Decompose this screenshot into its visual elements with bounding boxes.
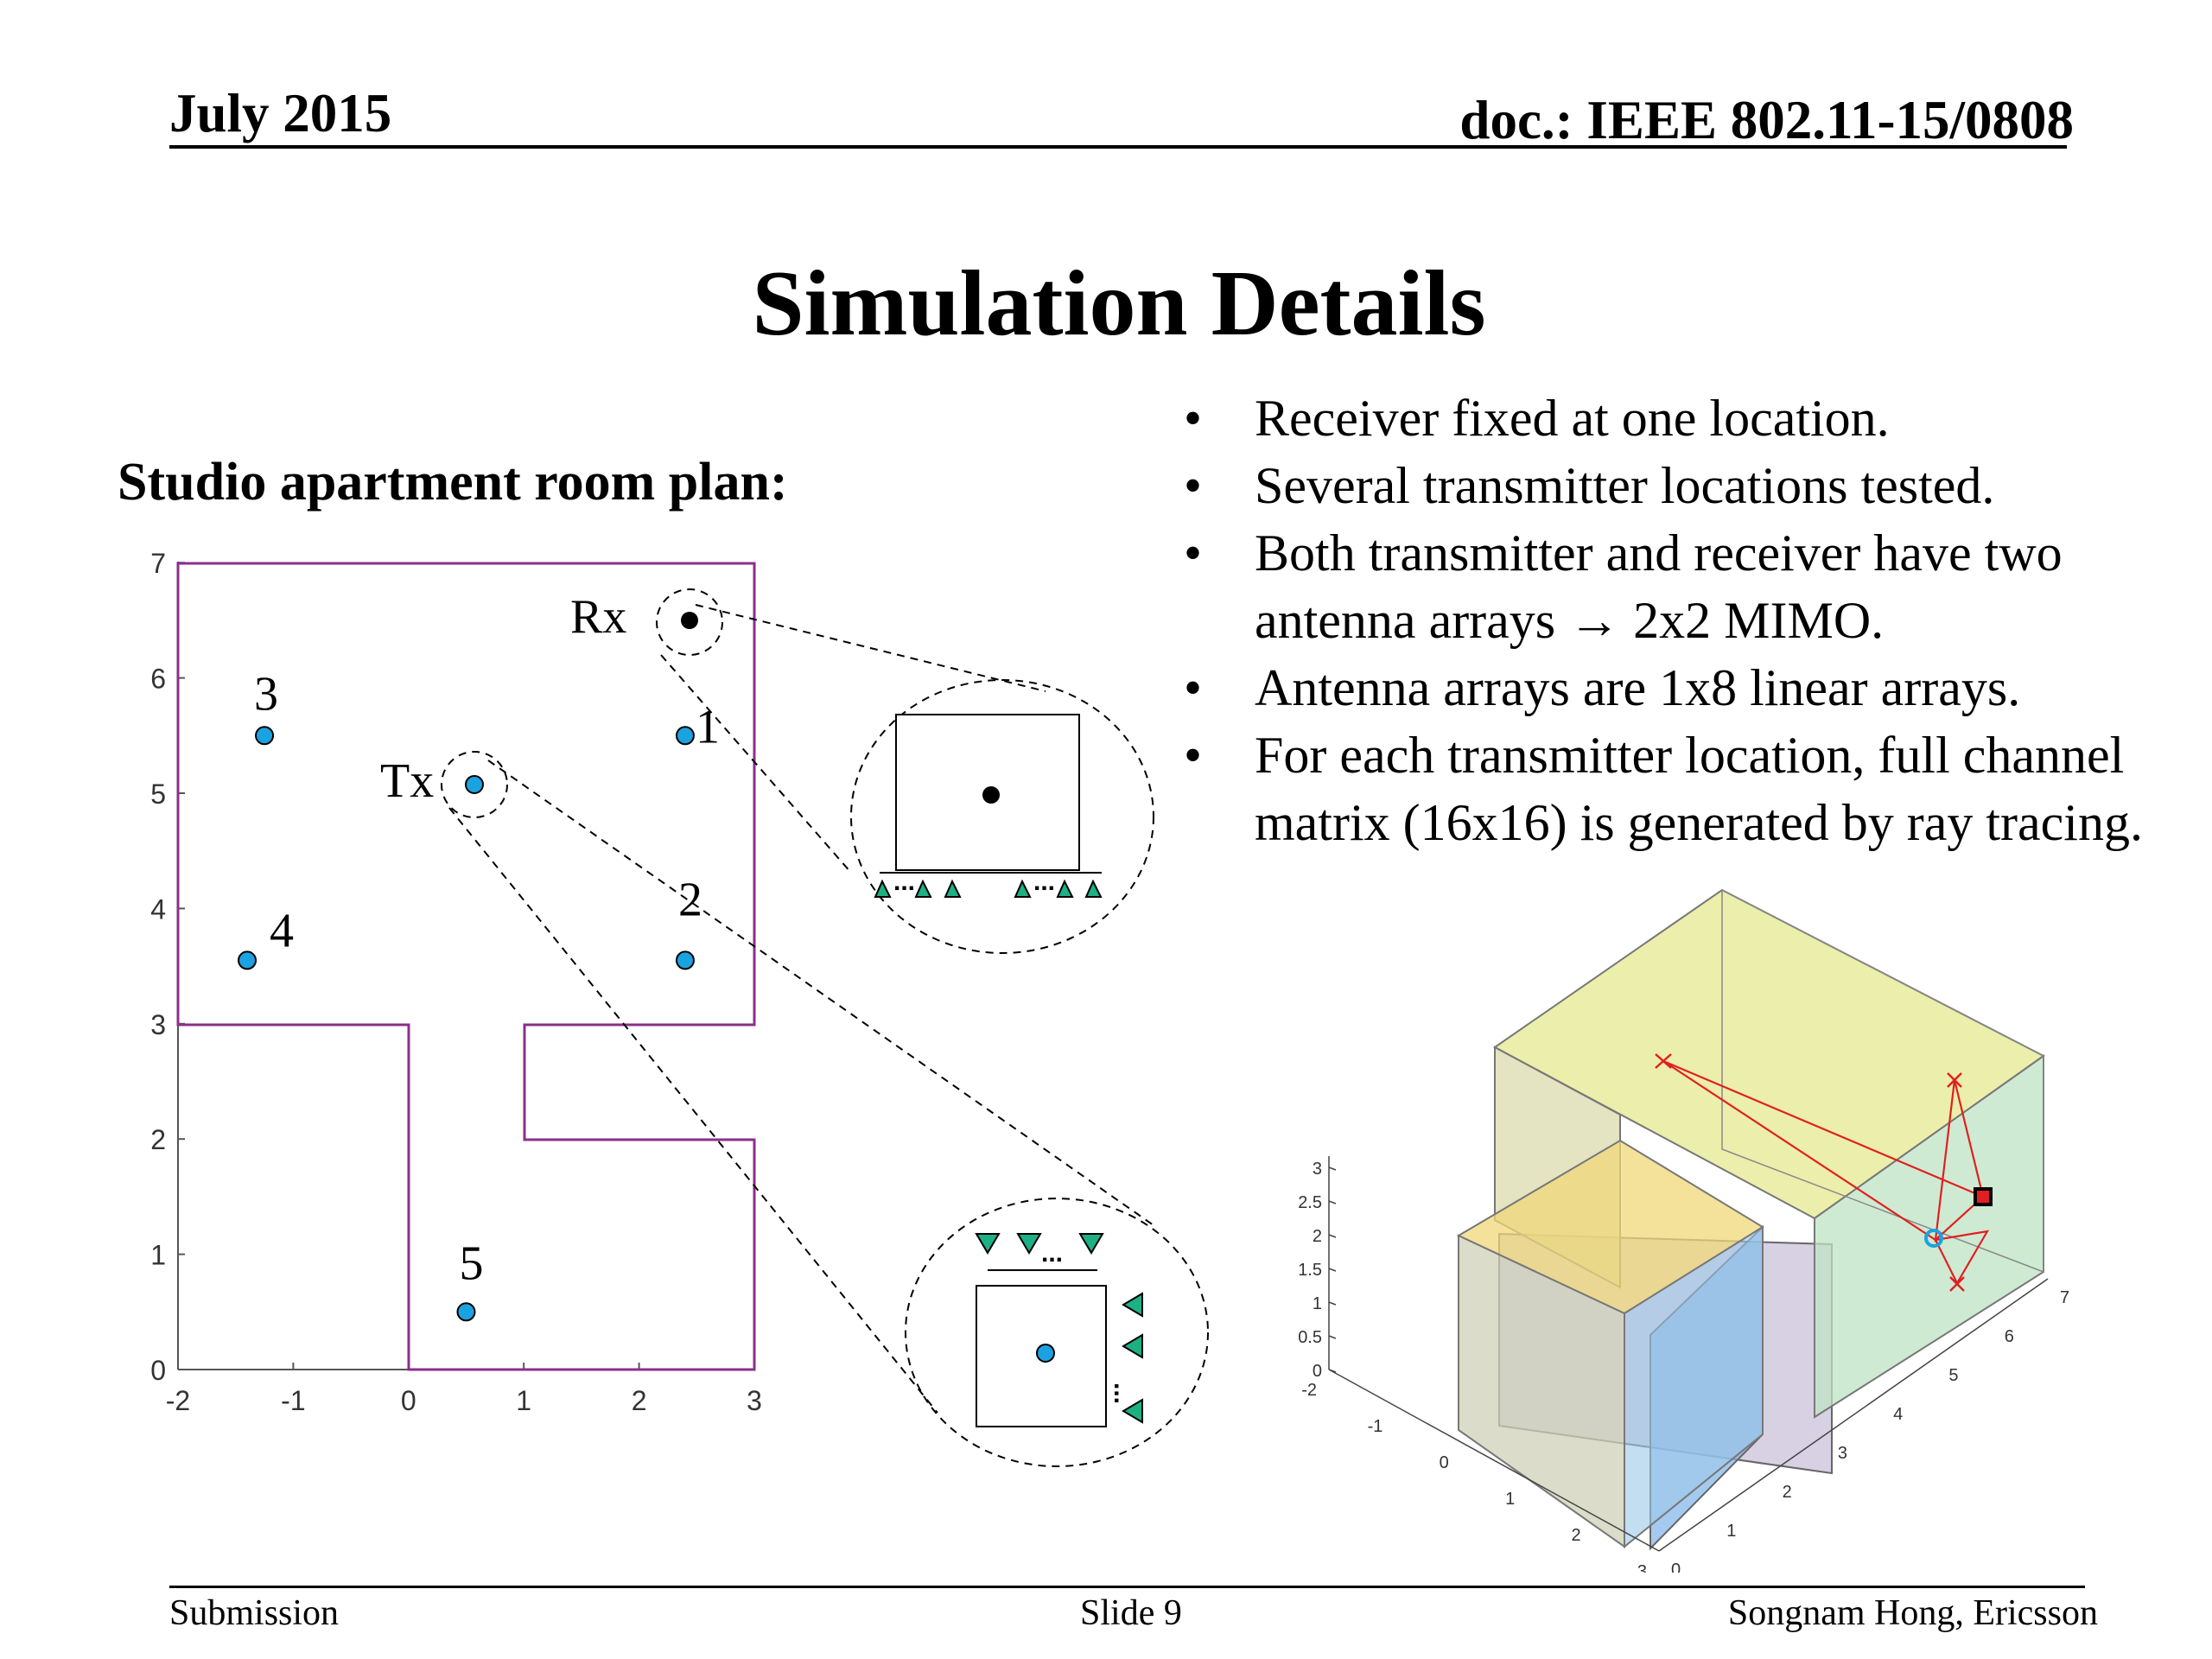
plot3d-y-tick-label: 7 (2060, 1288, 2069, 1307)
tx-position-marker (675, 726, 695, 746)
plot3d-y-tick-label: 3 (1838, 1444, 1847, 1463)
plot3d-x-ticks: -2 -1 0 1 2 3 (1301, 1381, 1647, 1573)
plan-x-tick-label: -2 (166, 1385, 190, 1416)
footer-slide-number: Slide 9 (1080, 1593, 1182, 1633)
plot3d-y-tick-label: 5 (1948, 1366, 1958, 1385)
bullet-item: Receiver fixed at one location. (1175, 385, 2212, 452)
tx-zoom-line (448, 807, 938, 1414)
rx-marker (681, 612, 698, 629)
plan-x-tick-label: 1 (516, 1385, 531, 1416)
rx-highlight-circle (656, 588, 723, 656)
tx-marker (465, 775, 484, 794)
header-divider (169, 145, 2067, 149)
rx-zoom-line (660, 654, 852, 874)
tx-position-label: 5 (460, 1236, 484, 1290)
plot3d-y-tick-label: 1 (1726, 1522, 1736, 1541)
plot3d-y-tick-label: 6 (2005, 1327, 2014, 1346)
plan-y-tick-label: 4 (150, 893, 166, 925)
room-plan-heading: Studio apartment room plan: (118, 453, 788, 512)
plot3d-z-tick-label: 3 (1313, 1160, 1322, 1179)
plan-x-axis-ticks: -2 -1 0 1 2 3 (166, 1363, 762, 1416)
plot3d-y-tick-label: 2 (1783, 1483, 1792, 1502)
bullet-item: For each transmitter location, full chan… (1175, 721, 2212, 856)
plot3d-x-tick-label: 1 (1505, 1490, 1515, 1509)
header-doc-id: doc.: IEEE 802.11-15/0808 (1459, 90, 2074, 150)
plot3d-z-tick-label: 0.5 (1298, 1328, 1322, 1347)
plot3d-z-tick (1328, 1166, 1337, 1171)
bullet-list: Receiver fixed at one location. Several … (1175, 385, 2212, 856)
plan-y-tick-label: 1 (150, 1240, 166, 1271)
svg-text:...: ... (1033, 868, 1055, 896)
bullet-item: Several transmitter locations tested. (1175, 452, 2212, 519)
plan-x-tick-label: -1 (281, 1385, 305, 1416)
tx-positions: 1 2 3 4 5 (238, 667, 720, 1322)
slide-title: Simulation Details (752, 252, 1486, 355)
plot3d-z-tick (1328, 1268, 1337, 1272)
footer-divider (169, 1586, 2085, 1588)
tx-position-marker (675, 950, 695, 970)
plot3d-z-tick (1328, 1200, 1337, 1205)
plot3d-y-tick-label: 4 (1893, 1405, 1903, 1424)
plot3d-z-tick-label: 1 (1313, 1294, 1322, 1313)
room-plan-diagram: 0 1 2 3 4 5 6 7 -2 -1 0 1 2 3 Rx Tx 1 2 3 4 5 ... ... (150, 548, 1209, 1467)
footer-author: Songnam Hong, Ericsson (1727, 1593, 2098, 1633)
bullet-item: Both transmitter and receiver have two a… (1175, 519, 2212, 654)
plot3d-x-tick-label: -2 (1301, 1381, 1317, 1400)
tx-position-label: 3 (254, 667, 278, 721)
plot3d-z-tick (1328, 1335, 1337, 1339)
plan-y-tick-label: 7 (150, 548, 166, 579)
tx-label: Tx (380, 754, 434, 808)
svg-text:...: ... (1109, 1382, 1137, 1404)
tx-zoom-line (487, 760, 1154, 1226)
tx-position-marker (255, 726, 275, 746)
plan-y-tick-label: 2 (150, 1124, 166, 1155)
plot3d-z-ticks: 0 0.5 1 1.5 2 2.5 3 (1298, 1160, 1337, 1381)
header-date: July 2015 (169, 83, 392, 143)
plot3d-z-tick (1328, 1301, 1337, 1306)
plot3d-z-tick-label: 0 (1313, 1362, 1322, 1381)
svg-text:...: ... (893, 868, 915, 896)
rx-array-inset: ... ... (850, 679, 1154, 954)
plan-x-tick-label: 2 (632, 1385, 647, 1416)
plot3d-z-tick-label: 2.5 (1298, 1193, 1322, 1212)
plot3d-x-tick-label: 2 (1571, 1526, 1580, 1545)
plot3d-z-tick (1328, 1369, 1337, 1373)
plan-x-tick-label: 3 (747, 1385, 762, 1416)
tx-array-inset: ... ... (905, 1198, 1209, 1467)
plan-x-tick-label: 0 (401, 1385, 416, 1416)
tx-position-label: 1 (696, 700, 720, 753)
plot3d-z-tick-label: 1.5 (1298, 1261, 1322, 1280)
tx-position-marker (456, 1302, 476, 1322)
plan-y-tick-label: 5 (150, 779, 166, 810)
plan-y-tick-label: 0 (150, 1355, 166, 1386)
footer-submission: Submission (169, 1593, 340, 1633)
rx-marker-3d (1974, 1187, 1993, 1206)
tx-highlight-circle (441, 751, 508, 818)
plot3d-x-tick-label: 0 (1440, 1453, 1449, 1472)
bullet-item: Antenna arrays are 1x8 linear arrays. (1175, 654, 2212, 721)
plot3d-y-ticks: 0 1 2 3 4 5 6 7 (1671, 1288, 2069, 1573)
plot3d-y-tick-label: 0 (1671, 1560, 1681, 1573)
plot3d-x-tick-label: -1 (1368, 1417, 1383, 1436)
rx-zoom-line (695, 604, 1046, 692)
tx-position-marker (238, 950, 257, 970)
rx-label: Rx (570, 590, 626, 644)
plan-y-tick-label: 6 (150, 664, 166, 695)
plan-y-axis-ticks: 0 1 2 3 4 5 6 7 (150, 548, 185, 1386)
ray-tracing-3d-plot: 0 0.5 1 1.5 2 2.5 3 -2 -1 0 1 2 3 0 1 2 3 4 5 6 7 (1298, 888, 2069, 1573)
plot3d-z-tick-label: 2 (1313, 1227, 1322, 1246)
room-outline (176, 562, 756, 1371)
tx-marker-3d (1924, 1229, 1943, 1248)
plan-y-tick-label: 3 (150, 1009, 166, 1040)
plot3d-x-tick-label: 3 (1637, 1562, 1647, 1573)
svg-text:...: ... (1041, 1239, 1063, 1268)
plot3d-z-tick (1328, 1234, 1337, 1238)
tx-position-label: 4 (270, 904, 294, 957)
tx-position-label: 2 (678, 873, 702, 926)
